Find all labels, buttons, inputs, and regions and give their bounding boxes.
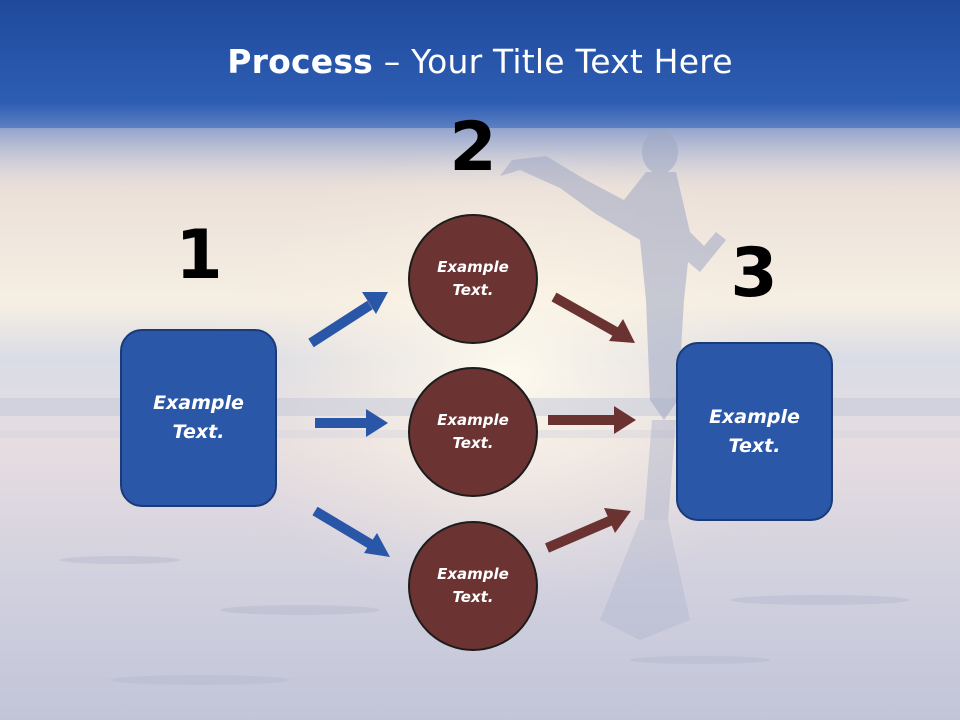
title-bold: Process — [227, 41, 374, 81]
arrowhead-right-middle — [614, 406, 636, 434]
right-process-box: Example Text. — [676, 342, 833, 521]
arrow-right-up — [545, 515, 614, 553]
arrowhead-right-up — [604, 508, 631, 533]
arrowhead-left-up — [362, 292, 388, 314]
title-rest: – Your Title Text Here — [373, 41, 733, 81]
arrow-right-down — [551, 292, 619, 337]
circle-node-middle: Example Text. — [408, 367, 538, 497]
circle-node-bottom: Example Text. — [408, 521, 538, 651]
left-process-box: Example Text. — [120, 329, 277, 507]
yoga-silhouette — [500, 130, 726, 640]
arrowhead-right-down — [609, 319, 635, 343]
step-number-2: 2 — [449, 108, 497, 187]
arrow-left-up — [308, 300, 373, 348]
slide-title: Process – Your Title Text Here — [227, 42, 733, 81]
right-arrows — [545, 292, 636, 553]
arrowhead-left-middle — [366, 409, 388, 437]
step-number-3: 3 — [730, 234, 778, 313]
arrowhead-left-down — [364, 533, 390, 557]
arrow-left-down — [312, 506, 375, 550]
title-band: Process – Your Title Text Here — [0, 0, 960, 128]
left-arrows — [308, 292, 390, 557]
circle-node-top: Example Text. — [408, 214, 538, 344]
step-number-1: 1 — [175, 216, 223, 295]
